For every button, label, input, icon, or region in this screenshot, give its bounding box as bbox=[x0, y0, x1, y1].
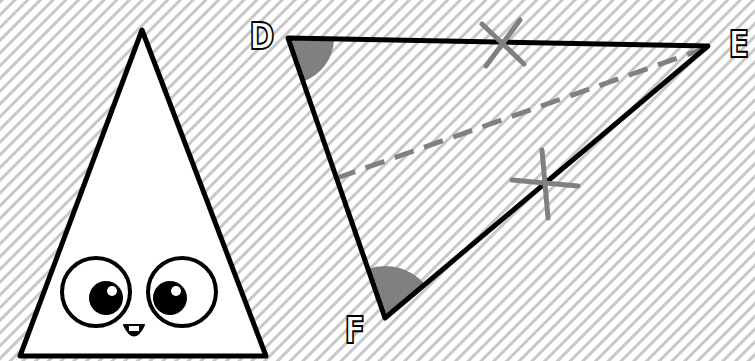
vertex-label: D bbox=[250, 17, 275, 55]
tick-mark bbox=[486, 20, 520, 66]
pupil bbox=[153, 281, 187, 315]
eye bbox=[62, 258, 130, 326]
eye-highlight bbox=[107, 286, 117, 296]
mouth bbox=[124, 325, 144, 336]
eye-highlight bbox=[171, 286, 181, 296]
equal-ticks bbox=[482, 20, 578, 218]
cartoon-triangle bbox=[20, 30, 266, 356]
eye bbox=[148, 258, 216, 326]
teeth bbox=[129, 326, 139, 331]
angle-markers bbox=[288, 38, 425, 318]
tick-mark bbox=[542, 150, 548, 218]
pupil bbox=[89, 281, 123, 315]
vertex-label: E bbox=[728, 25, 749, 63]
triangle-def bbox=[288, 38, 708, 318]
dashed-line bbox=[337, 48, 706, 178]
vertex-label: F bbox=[344, 311, 365, 349]
